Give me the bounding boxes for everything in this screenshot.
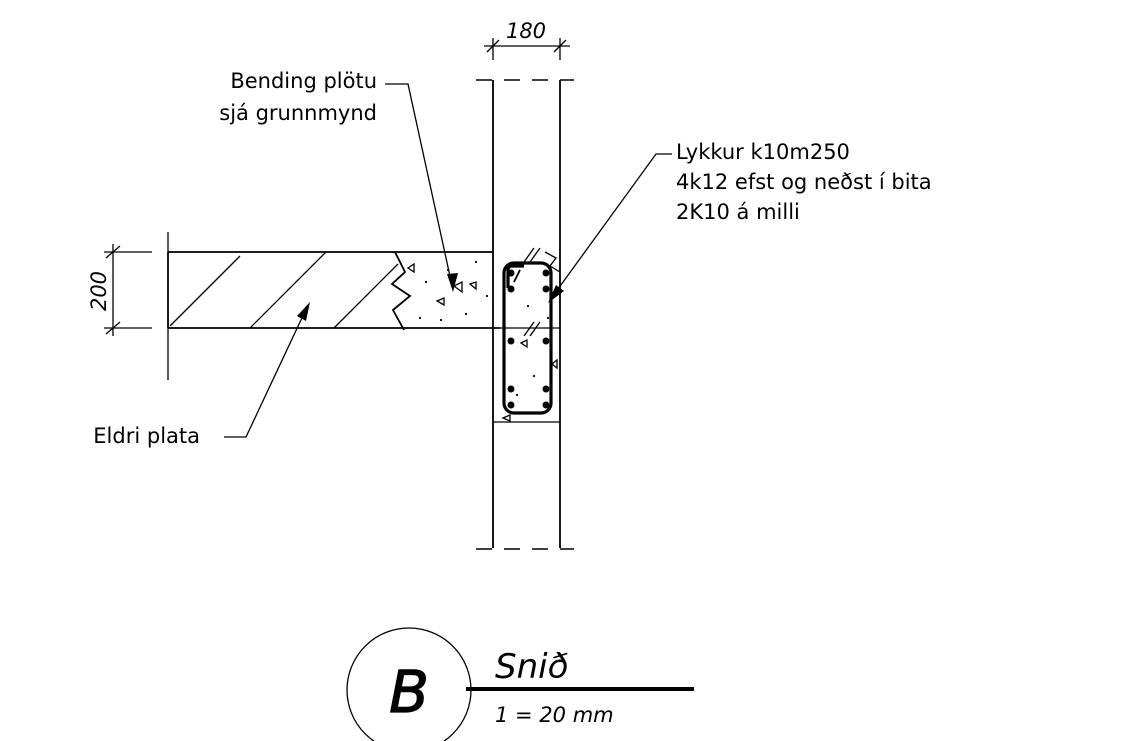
wall-dimension: 180 — [484, 19, 570, 60]
eldri-plata-label: Eldri plata — [93, 424, 200, 448]
reinforcement-cage — [500, 247, 561, 415]
bending-label-line2: sjá grunnmynd — [219, 101, 377, 125]
eldri-plata-annotation: Eldri plata — [93, 302, 310, 448]
new-concrete-speckles — [406, 260, 558, 422]
lykkur-label-line1: Lykkur k10m250 — [676, 140, 850, 164]
wall-dimension-label: 180 — [506, 19, 546, 43]
section-scale: 1 = 20 mm — [495, 703, 614, 727]
lykkur-annotation: Lykkur k10m250 4k12 efst og neðst í bita… — [548, 140, 932, 303]
slab-dimension: 200 — [87, 244, 152, 336]
old-slab — [167, 232, 500, 380]
bending-annotation: Bending plötu sjá grunnmynd — [219, 69, 458, 292]
lykkur-label-line3: 2K10 á milli — [676, 200, 800, 224]
bending-label-line1: Bending plötu — [230, 69, 377, 93]
section-letter: B — [389, 658, 429, 726]
section-title-block: B Snið 1 = 20 mm — [346, 627, 694, 741]
wall — [476, 79, 574, 550]
section-title: Snið — [495, 647, 568, 687]
slab-dimension-label: 200 — [87, 271, 111, 311]
lykkur-label-line2: 4k12 efst og neðst í bita — [676, 170, 932, 194]
